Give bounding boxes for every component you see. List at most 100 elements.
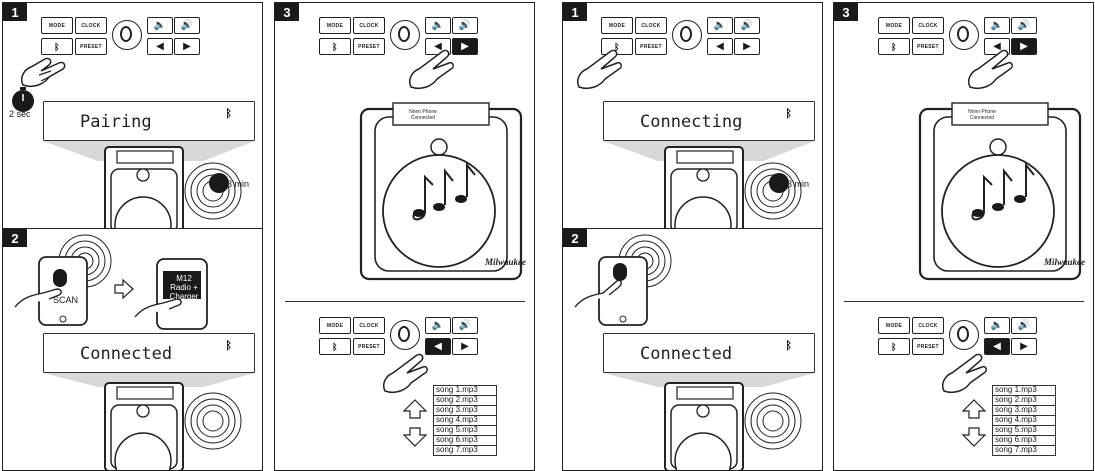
step-number: 1: [563, 3, 587, 21]
preset-button[interactable]: PRESET: [75, 38, 107, 55]
list-item[interactable]: song 6.mp3: [992, 436, 1056, 446]
step-number: 2: [563, 229, 587, 247]
mode-button[interactable]: MODE: [601, 17, 633, 34]
preset-button[interactable]: PRESET: [353, 338, 385, 355]
lcd-text: Connected: [80, 344, 173, 364]
clock-button[interactable]: CLOCK: [353, 17, 385, 34]
list-item[interactable]: song 1.mp3: [992, 385, 1056, 396]
mode-button[interactable]: MODE: [878, 17, 910, 34]
power-knob[interactable]: [949, 20, 979, 50]
list-item[interactable]: song 7.mp3: [433, 446, 497, 456]
hand-icon: [20, 57, 66, 88]
bluetooth-icon: ᛒ: [332, 341, 338, 352]
control-panel: MODE CLOCK ᛒ PRESET 🔈 🔊 ◀ ▶: [319, 317, 478, 359]
hand-icon: [941, 353, 987, 394]
volume-down-icon: 🔈: [431, 20, 445, 31]
next-button[interactable]: ▶: [174, 38, 200, 55]
clock-button[interactable]: CLOCK: [353, 317, 385, 334]
panel-b3: 3 MODE CLOCK ᛒ PRESET 🔈 🔊 ◀ ▶ Milwaukee …: [833, 2, 1094, 471]
list-item[interactable]: song 5.mp3: [433, 426, 497, 436]
arrow-down-icon: [402, 427, 428, 447]
power-knob[interactable]: [112, 20, 142, 50]
bluetooth-button[interactable]: ᛒ: [41, 38, 73, 55]
bluetooth-button[interactable]: ᛒ: [319, 338, 351, 355]
lcd-text: Pairing: [80, 112, 152, 132]
preset-button[interactable]: PRESET: [353, 38, 385, 55]
list-item[interactable]: song 3.mp3: [433, 406, 497, 416]
volume-up-icon: 🔊: [1017, 20, 1031, 31]
volume-down-button[interactable]: 🔈: [425, 317, 451, 334]
clock-button[interactable]: CLOCK: [75, 17, 107, 34]
volume-up-button[interactable]: 🔊: [452, 17, 478, 34]
prev-button[interactable]: ◀: [147, 38, 173, 55]
lcd-display: Connected ᛒ: [43, 333, 255, 373]
volume-down-button[interactable]: 🔈: [425, 17, 451, 34]
list-item[interactable]: song 2.mp3: [992, 396, 1056, 406]
list-item[interactable]: song 4.mp3: [992, 416, 1056, 426]
volume-down-button[interactable]: 🔈: [147, 17, 173, 34]
power-knob[interactable]: [390, 20, 420, 50]
prev-button[interactable]: ◀: [984, 338, 1010, 355]
preset-button[interactable]: PRESET: [635, 38, 667, 55]
light-beam: [603, 373, 815, 387]
next-button[interactable]: ▶: [734, 38, 760, 55]
radio-screen: Nnnn Phone Connected: [968, 109, 996, 121]
phone-icon: [14, 234, 112, 326]
lcd-text: Connecting: [640, 112, 743, 132]
bluetooth-button[interactable]: ᛒ: [878, 38, 910, 55]
bluetooth-icon: ᛒ: [891, 41, 897, 52]
mode-button[interactable]: MODE: [319, 17, 351, 34]
bluetooth-icon: ᛒ: [225, 108, 232, 120]
clock-button[interactable]: CLOCK: [635, 17, 667, 34]
mode-button[interactable]: MODE: [878, 317, 910, 334]
preset-button[interactable]: PRESET: [912, 38, 944, 55]
next-button[interactable]: ▶: [452, 38, 478, 55]
preset-button[interactable]: PRESET: [912, 338, 944, 355]
divider: [285, 301, 525, 302]
clock-button[interactable]: CLOCK: [912, 317, 944, 334]
list-item[interactable]: song 3.mp3: [992, 406, 1056, 416]
prev-icon: ◀: [156, 41, 164, 52]
volume-up-button[interactable]: 🔊: [1011, 17, 1037, 34]
volume-up-button[interactable]: 🔊: [734, 17, 760, 34]
power-knob[interactable]: [390, 320, 420, 350]
scan-button[interactable]: SCAN: [53, 295, 79, 305]
song-list: song 1.mp3 song 2.mp3 song 3.mp3 song 4.…: [433, 385, 497, 456]
volume-down-button[interactable]: 🔈: [984, 17, 1010, 34]
next-icon: ▶: [743, 41, 751, 52]
volume-down-button[interactable]: 🔈: [984, 317, 1010, 334]
hand-icon: [408, 49, 454, 90]
prev-button[interactable]: ◀: [425, 338, 451, 355]
next-button[interactable]: ▶: [1011, 338, 1037, 355]
list-item[interactable]: song 7.mp3: [992, 446, 1056, 456]
next-button[interactable]: ▶: [452, 338, 478, 355]
volume-up-button[interactable]: 🔊: [452, 317, 478, 334]
list-item[interactable]: song 1.mp3: [433, 385, 497, 396]
prev-icon: ◀: [716, 41, 724, 52]
power-knob[interactable]: [949, 320, 979, 350]
next-button[interactable]: ▶: [1011, 38, 1037, 55]
step-number: 3: [834, 3, 858, 21]
volume-down-button[interactable]: 🔈: [707, 17, 733, 34]
arrow-up-icon: [402, 399, 428, 419]
music-notes-icon: [412, 162, 476, 221]
mode-button[interactable]: MODE: [41, 17, 73, 34]
radio-screen: Nnnn Phone Connected: [409, 109, 437, 121]
volume-up-button[interactable]: 🔊: [1011, 317, 1037, 334]
list-item[interactable]: song 2.mp3: [433, 396, 497, 406]
volume-up-icon: 🔊: [740, 20, 754, 31]
list-item[interactable]: song 5.mp3: [992, 426, 1056, 436]
bluetooth-button[interactable]: ᛒ: [878, 338, 910, 355]
prev-icon: ◀: [434, 341, 442, 352]
next-icon: ▶: [183, 41, 191, 52]
list-item[interactable]: song 4.mp3: [433, 416, 497, 426]
volume-up-button[interactable]: 🔊: [174, 17, 200, 34]
bluetooth-icon: ᛒ: [54, 41, 60, 52]
bluetooth-button[interactable]: ᛒ: [319, 38, 351, 55]
prev-button[interactable]: ◀: [707, 38, 733, 55]
clock-button[interactable]: CLOCK: [912, 17, 944, 34]
mode-button[interactable]: MODE: [319, 317, 351, 334]
power-knob[interactable]: [672, 20, 702, 50]
list-item[interactable]: song 6.mp3: [433, 436, 497, 446]
next-icon: ▶: [1020, 341, 1028, 352]
